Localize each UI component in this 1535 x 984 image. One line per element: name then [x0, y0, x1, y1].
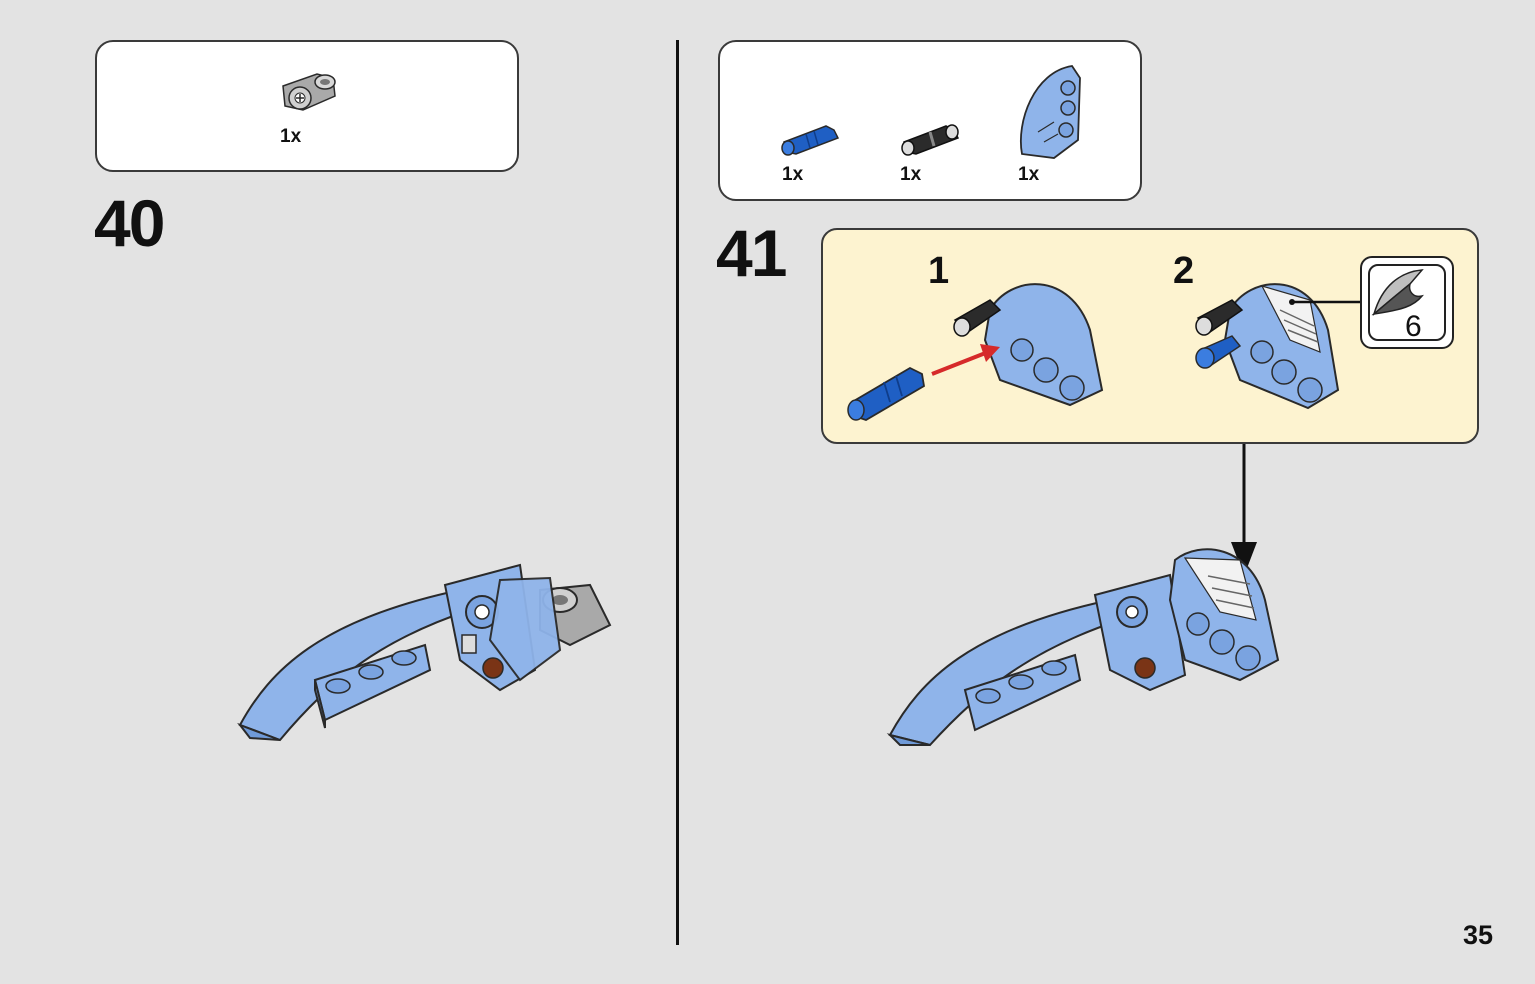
blue-pin-icon [781, 125, 840, 156]
step-number-41: 41 [716, 216, 787, 290]
part-qty-label: 1x [1018, 164, 1040, 185]
sticker-curl-icon [1371, 269, 1424, 317]
column-divider [676, 40, 679, 945]
parts-callout-step-40: 1x [95, 40, 519, 172]
substep-1-illustration [847, 283, 1104, 421]
part-qty-label: 1x [782, 164, 804, 185]
black-pin-icon [901, 124, 960, 156]
step-40-assembly-illustration [237, 563, 612, 742]
step-number-40: 40 [94, 186, 165, 260]
parts-callout-step-41: 1x 1x 1x [718, 40, 1142, 201]
substep-2-illustration [1195, 283, 1340, 410]
sticker-frame: 6 [1368, 264, 1446, 343]
gray-connector-icon [282, 73, 336, 111]
part-qty-label: 1x [280, 126, 302, 147]
sticker-callout: 6 [1360, 256, 1454, 349]
sticker-number: 6 [1405, 310, 1422, 343]
part-qty-label: 1x [900, 164, 922, 185]
step-41-assembly-illustration [886, 548, 1280, 747]
substep-number-1: 1 [928, 250, 950, 292]
page-number: 35 [1463, 920, 1494, 950]
substep-number-2: 2 [1173, 250, 1195, 292]
attach-down-arrow [1231, 444, 1257, 576]
blue-panel-icon [1020, 65, 1081, 159]
sticker-leader-line [1289, 299, 1362, 305]
